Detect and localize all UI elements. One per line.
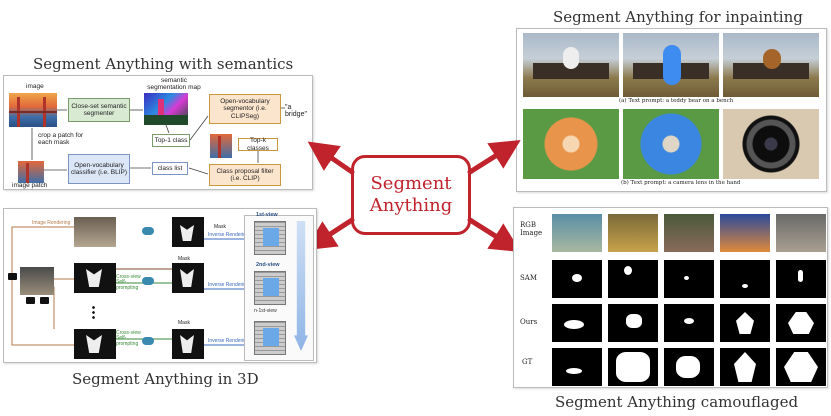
row-label-ours: Ours: [520, 318, 538, 326]
ours-mask-4: [720, 304, 770, 342]
row-label-gt: GT: [522, 358, 533, 366]
arrow-to-semantics: [307, 141, 355, 175]
label-mask-1: Mask: [214, 224, 226, 230]
sam-mask-3: [664, 260, 714, 298]
ours-mask-5: [776, 304, 826, 342]
panel-inpainting: (a) Text prompt: a teddy bear on a bench…: [516, 28, 827, 192]
gt-mask-5: [776, 348, 826, 386]
gt-mask-4: [720, 348, 770, 386]
panel-3d: Image Rendering Mask Inverse Rendering C…: [3, 208, 317, 363]
arrow-to-inpainting: [467, 139, 521, 175]
semantics-arrows: [31, 107, 285, 175]
sam-icon-1: [142, 227, 154, 235]
sam-icon-3: [142, 337, 154, 345]
scene-thumb-1: [74, 217, 116, 247]
caption-camouflaged: Segment Anything camouflaged: [555, 393, 799, 411]
sam-mask-4: [720, 260, 770, 298]
close-set-segmenter-box: Close-set semantic segmenter: [68, 98, 130, 122]
gt-mask-3: [664, 348, 714, 386]
sam-mask-5: [776, 260, 826, 298]
row-label-sam: SAM: [520, 274, 538, 282]
voxel-cube-2: [254, 271, 286, 305]
ours-mask-1: [552, 304, 602, 342]
sam-mask-1: [552, 260, 602, 298]
center-title-line1: Segment: [370, 173, 452, 195]
arrow-to-3d: [305, 217, 355, 251]
scene-thumb-main: [20, 267, 54, 295]
ours-mask-3: [664, 304, 714, 342]
gt-mask-1: [552, 348, 602, 386]
camera-icon-1: [8, 273, 17, 280]
row-label-rgb: RGB Image: [520, 221, 543, 237]
lens-image: [723, 109, 819, 179]
camera-icon-2: [26, 297, 35, 304]
label-semantic-map: semantic segmentation map: [147, 77, 201, 91]
label-image: image: [26, 83, 44, 90]
label-view1: 1st-view: [256, 212, 278, 218]
label-cross-view-2: Cross-view Self-prompting: [116, 330, 141, 347]
center-title-line2: Anything: [369, 195, 453, 216]
caption-semantics: Segment Anything with semantics: [33, 55, 294, 73]
mask-thumb-1: [172, 217, 204, 247]
bridge-image: [9, 93, 57, 127]
top-k-classes-box: Top-k classes: [238, 137, 278, 152]
label-cross-view-1: Cross-view Self-prompting: [116, 274, 141, 291]
rgb-image-1: [552, 214, 602, 252]
mask-thumb-3b: [172, 329, 204, 359]
caption-3d: Segment Anything in 3D: [72, 370, 259, 388]
caption-a: (a) Text prompt: a teddy bear on a bench: [619, 98, 734, 104]
rgb-image-4: [720, 214, 770, 252]
caption-inpainting: Segment Anything for inpainting: [553, 8, 803, 26]
label-image-rendering: Image Rendering: [32, 220, 71, 226]
semantic-map-image: [144, 93, 188, 125]
gt-mask-2: [608, 348, 658, 386]
open-vocab-classifier-box: Open-vocabulary classifier (i.e. BLIP): [68, 154, 130, 184]
label-inverse-rendering-1: Inverse Rendering: [208, 232, 249, 238]
sequence-arrow: [294, 221, 308, 351]
mask-thumb-2b: [172, 263, 204, 293]
label-inverse-rendering-2: Inverse Rendering: [208, 282, 249, 288]
ellipsis-dots: [92, 305, 95, 321]
class-list-box: class list: [152, 162, 188, 175]
label-mask-3: Mask: [178, 320, 190, 326]
center-title-box: Segment Anything: [351, 155, 471, 235]
rgb-image-2: [608, 214, 658, 252]
rgb-image-3: [664, 214, 714, 252]
caption-b: (b) Text prompt: a camera lens in the ha…: [621, 180, 741, 186]
rgb-image-5: [776, 214, 826, 252]
sam-icon-2: [142, 277, 154, 285]
label-view2: 2nd-view: [256, 262, 280, 268]
label-bridge: "a bridge": [285, 104, 307, 119]
sam-mask-2: [608, 260, 658, 298]
bench-mask-image: [623, 33, 719, 97]
label-inverse-rendering-3: Inverse Rendering: [208, 338, 249, 344]
image-patch: [18, 161, 44, 183]
panel-camouflaged: RGB Image SAM Ours GT: [513, 207, 828, 388]
label-mask-2: Mask: [178, 256, 190, 262]
donut-mask-image: [623, 109, 719, 179]
label-viewn1: n-1st-view: [254, 308, 277, 314]
panel-semantics: image crop a patch for each mask image p…: [3, 75, 313, 190]
arrow-to-camouflaged: [467, 217, 521, 253]
top1-class-box: Top-1 class: [152, 134, 190, 147]
bench-dog-image: [523, 33, 619, 97]
open-vocab-segmentor-box: Open-vocabulary segmentor (i.e. CLIPSeg): [209, 94, 281, 124]
mask-thumb-2a: [74, 263, 116, 293]
label-image-patch: image patch: [12, 182, 48, 189]
voxel-cube-3: [254, 321, 286, 355]
donut-image: [523, 109, 619, 179]
class-proposal-filter-box: Class proposal filter (i.e. CLIP): [209, 164, 281, 186]
crop-thumb: [210, 134, 232, 158]
label-crop: crop a patch for each mask: [38, 132, 84, 146]
voxel-cube-1: [254, 221, 286, 255]
camera-icon-3: [40, 297, 49, 304]
bench-bear-image: [723, 33, 819, 97]
mask-thumb-3a: [74, 329, 116, 359]
ours-mask-2: [608, 304, 658, 342]
